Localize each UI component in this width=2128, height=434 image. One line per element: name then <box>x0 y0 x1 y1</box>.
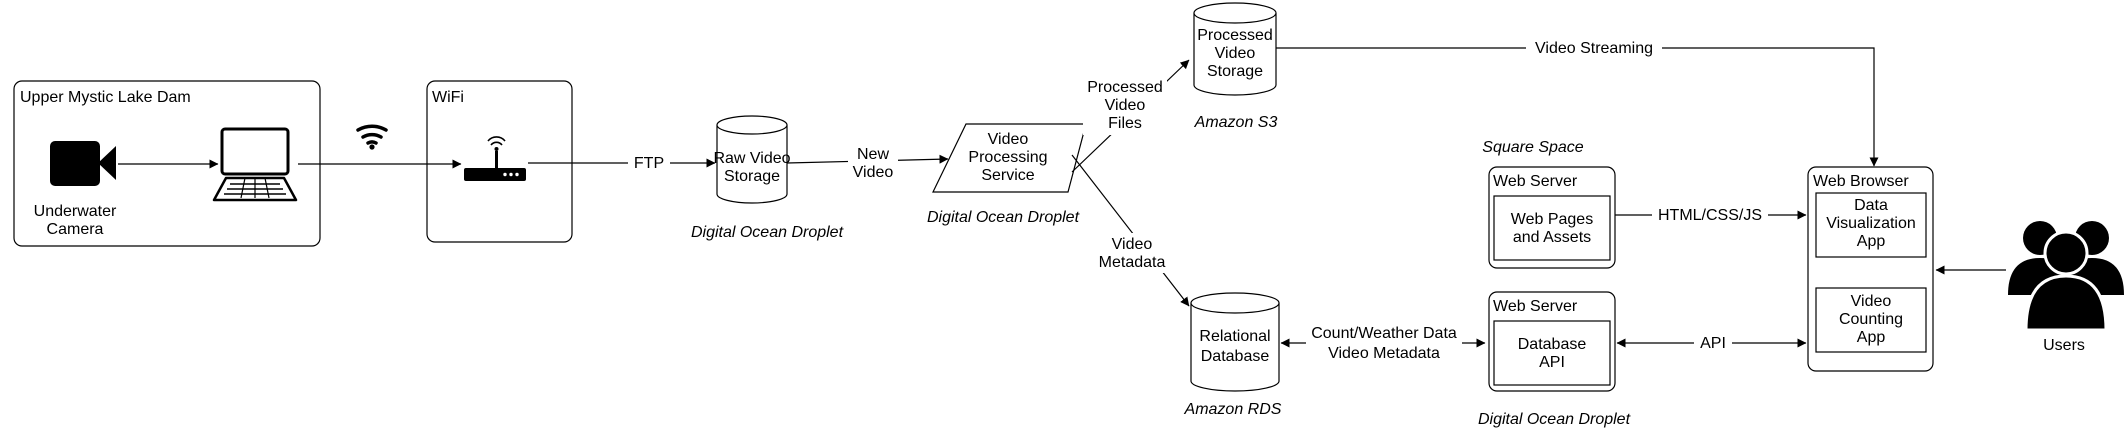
web-pages-line1: Web Pages <box>1511 211 1593 228</box>
data-viz-line2: Visualization <box>1826 215 1916 232</box>
database-api-line2: API <box>1539 354 1565 371</box>
video-counting-line3: App <box>1857 329 1886 346</box>
edge-label-api: API <box>1700 335 1726 352</box>
database-api-node <box>1493 320 1611 386</box>
processing-line1: Video <box>988 131 1029 148</box>
camera-label-line1: Underwater <box>34 203 117 220</box>
camera-label-line2: Camera <box>47 221 104 238</box>
relational-db-line1: Relational <box>1199 328 1270 345</box>
web-server-bottom-container: Web Server Database API <box>1488 291 1616 392</box>
processed-storage-line1: Processed <box>1197 27 1273 44</box>
users-label: Users <box>2043 337 2085 354</box>
video-counting-app-node <box>1815 287 1927 353</box>
wifi-container: WiFi <box>426 80 573 243</box>
edge-label-processed-line1: Processed <box>1087 79 1163 96</box>
relational-db-platform: Amazon RDS <box>1184 401 1282 418</box>
data-visualization-app-node <box>1815 192 1927 258</box>
edge-label-metadata-line1: Video <box>1112 236 1153 253</box>
router-icon <box>464 136 526 181</box>
web-server-bottom-title: Web Server <box>1493 298 1578 315</box>
data-viz-line1: Data <box>1854 197 1888 214</box>
processing-platform: Digital Ocean Droplet <box>927 209 1080 226</box>
processing-line3: Service <box>981 167 1034 184</box>
database-api-platform: Digital Ocean Droplet <box>1478 411 1631 428</box>
video-processing-service-node: Video Processing Service <box>932 123 1087 193</box>
wifi-title: WiFi <box>432 89 464 106</box>
web-pages-node <box>1493 195 1611 261</box>
processed-storage-line2: Video <box>1215 45 1256 62</box>
wifi-signal-icon <box>356 124 388 150</box>
data-viz-line3: App <box>1857 233 1886 250</box>
edge-label-video-streaming: Video Streaming <box>1535 40 1653 57</box>
edge-label-html: HTML/CSS/JS <box>1658 207 1762 224</box>
edge-label-processed-line3: Files <box>1108 115 1142 132</box>
edge-label-new-video-line2: Video <box>853 164 894 181</box>
edge-label-db-line1: Count/Weather Data <box>1311 325 1457 342</box>
edge-video-metadata <box>1071 154 1190 307</box>
video-camera-icon <box>50 141 116 186</box>
edge-label-metadata-line2: Metadata <box>1099 254 1166 271</box>
dam-title: Upper Mystic Lake Dam <box>20 89 191 106</box>
web-server-top-title: Web Server <box>1493 173 1578 190</box>
raw-video-storage-line2: Storage <box>724 168 780 185</box>
edge-label-new-video-line1: New <box>857 146 889 163</box>
edge-label-ftp: FTP <box>634 155 664 172</box>
processed-video-storage-node: Processed Video Storage <box>1193 2 1277 96</box>
video-counting-line1: Video <box>1851 293 1892 310</box>
web-browser-title: Web Browser <box>1813 173 1909 190</box>
processed-storage-platform: Amazon S3 <box>1194 114 1278 131</box>
web-browser-container: Web Browser Data Visualization App Video… <box>1807 166 1934 372</box>
edge-video-streaming <box>1276 47 1879 167</box>
laptop-icon <box>212 127 298 202</box>
web-server-top-container: Web Server Web Pages and Assets <box>1488 166 1616 269</box>
raw-storage-platform: Digital Ocean Droplet <box>691 224 844 241</box>
edge-label-processed-line2: Video <box>1105 97 1146 114</box>
video-counting-line2: Counting <box>1839 311 1903 328</box>
processing-line2: Processing <box>968 149 1047 166</box>
web-pages-platform: Square Space <box>1482 139 1584 156</box>
relational-database-node: Relational Database <box>1190 292 1280 392</box>
database-api-line1: Database <box>1518 336 1587 353</box>
web-pages-line2: and Assets <box>1513 229 1591 246</box>
processed-storage-line3: Storage <box>1207 63 1263 80</box>
edge-label-db-line2: Video Metadata <box>1328 345 1440 362</box>
raw-video-storage-line1: Raw Video <box>713 150 790 167</box>
users-group-icon <box>2008 221 2124 332</box>
raw-video-storage-node: Raw Video Storage <box>713 115 791 204</box>
relational-db-line2: Database <box>1201 348 1270 365</box>
